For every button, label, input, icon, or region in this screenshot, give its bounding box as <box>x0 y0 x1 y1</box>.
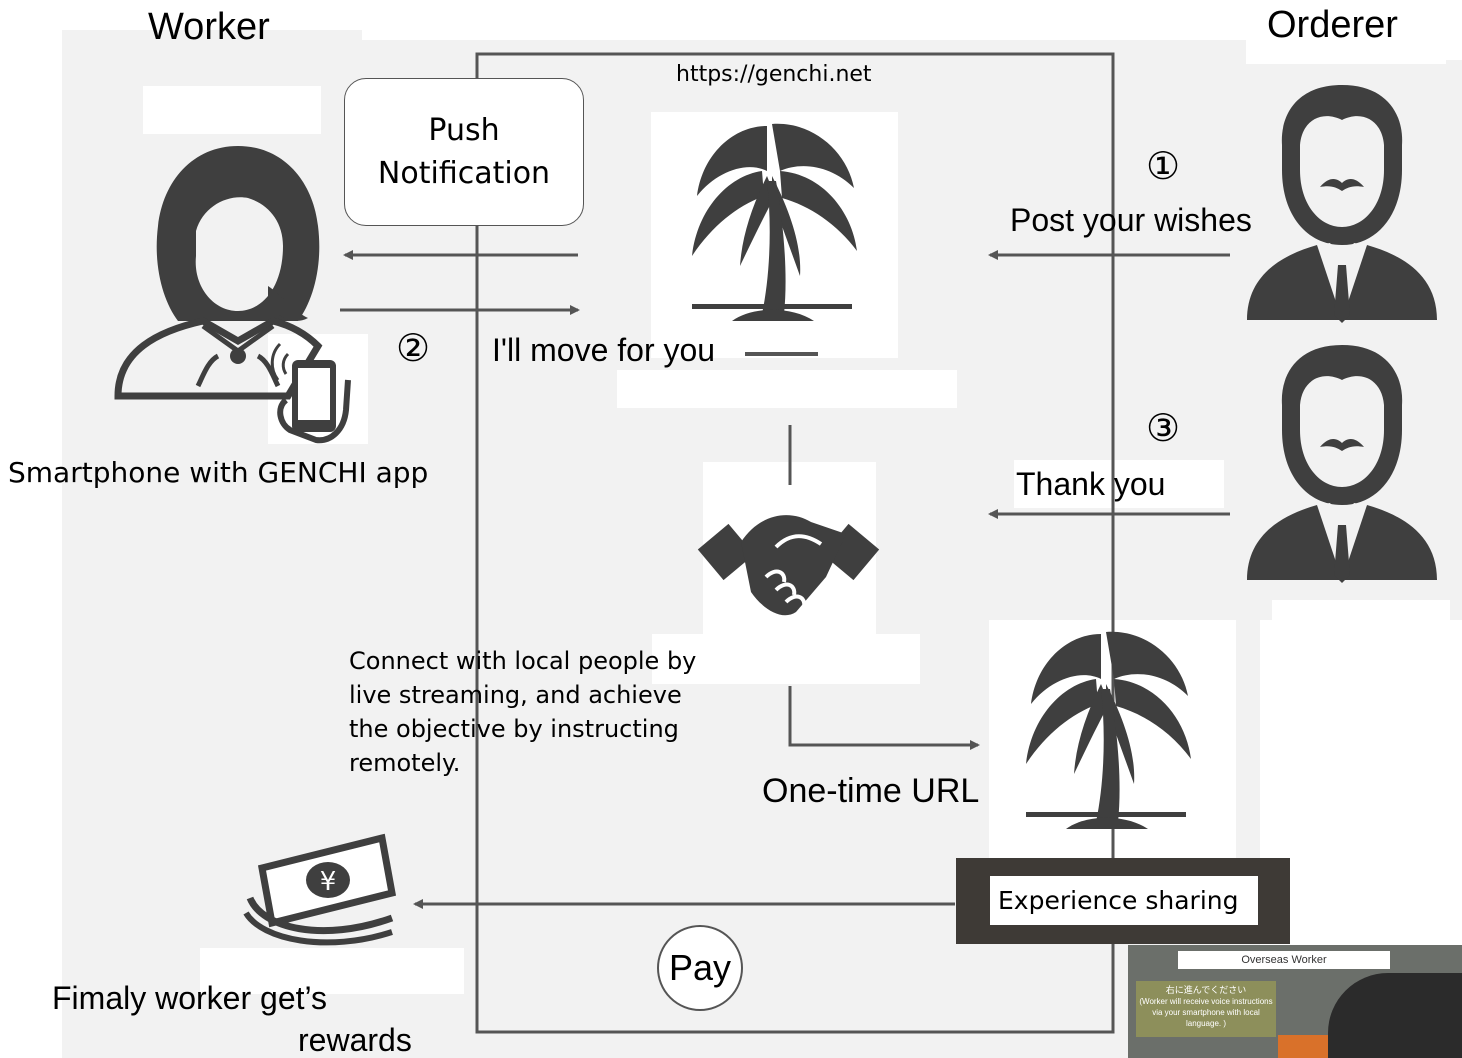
woman-worker-icon <box>114 146 323 400</box>
handshake-icon <box>697 515 880 616</box>
smartphone-icon <box>270 342 351 444</box>
rewards-line1: Fimaly worker get’s <box>52 980 328 1016</box>
site-url: https://genchi.net <box>676 62 872 87</box>
svg-text:¥: ¥ <box>320 867 337 897</box>
one-time-url-label: One-time URL <box>762 772 980 810</box>
step-3-label: Thank you <box>1016 466 1166 502</box>
money-yen-icon: ¥ <box>243 833 397 946</box>
arrow-to-one-time-url <box>788 686 980 750</box>
step-1-label: Post your wishes <box>1010 202 1252 238</box>
white-patch <box>1272 600 1450 648</box>
push-notification-box: Push Notification <box>344 78 584 226</box>
pay-badge: Pay <box>657 925 743 1011</box>
step-2-number: ② <box>396 328 431 370</box>
thumbnail-person <box>1328 973 1462 1058</box>
step-2-label: I'll move for you <box>492 332 716 368</box>
palm-tree-icon <box>692 123 857 322</box>
man-orderer-icon <box>1247 345 1437 583</box>
white-patch <box>200 948 464 994</box>
white-patch <box>143 86 321 134</box>
description-text: Connect with local people by live stream… <box>349 647 697 777</box>
overseas-worker-thumbnail: Overseas Worker 右に進んでください (Worker will r… <box>1128 945 1462 1058</box>
step-1-number: ① <box>1146 146 1181 188</box>
step-3-number: ③ <box>1146 408 1181 450</box>
white-patch <box>1246 10 1446 64</box>
rewards-line2: rewards <box>298 1022 412 1058</box>
palm-tree-icon <box>1026 631 1191 829</box>
worker-caption: Smartphone with GENCHI app <box>8 456 429 489</box>
thumbnail-note-text: (Worker will receive voice instructions … <box>1139 997 1273 1028</box>
orderer-header: Orderer <box>1267 4 1398 46</box>
experience-sharing-label: Experience sharing <box>990 876 1258 925</box>
app-frame <box>475 52 1115 1034</box>
white-patch <box>617 370 957 408</box>
man-orderer-icon <box>1247 85 1437 323</box>
thumbnail-title: Overseas Worker <box>1178 951 1390 969</box>
push-notification-line1: Push <box>428 112 500 148</box>
thumbnail-background <box>1278 1035 1328 1058</box>
white-patch <box>1014 460 1224 508</box>
push-notification-line2: Notification <box>377 156 551 191</box>
thumbnail-jp-text: 右に進んでください <box>1165 985 1247 995</box>
white-patch <box>652 634 920 684</box>
thumbnail-instruction: 右に進んでください (Worker will receive voice ins… <box>1136 981 1276 1037</box>
worker-header: Worker <box>148 6 270 48</box>
